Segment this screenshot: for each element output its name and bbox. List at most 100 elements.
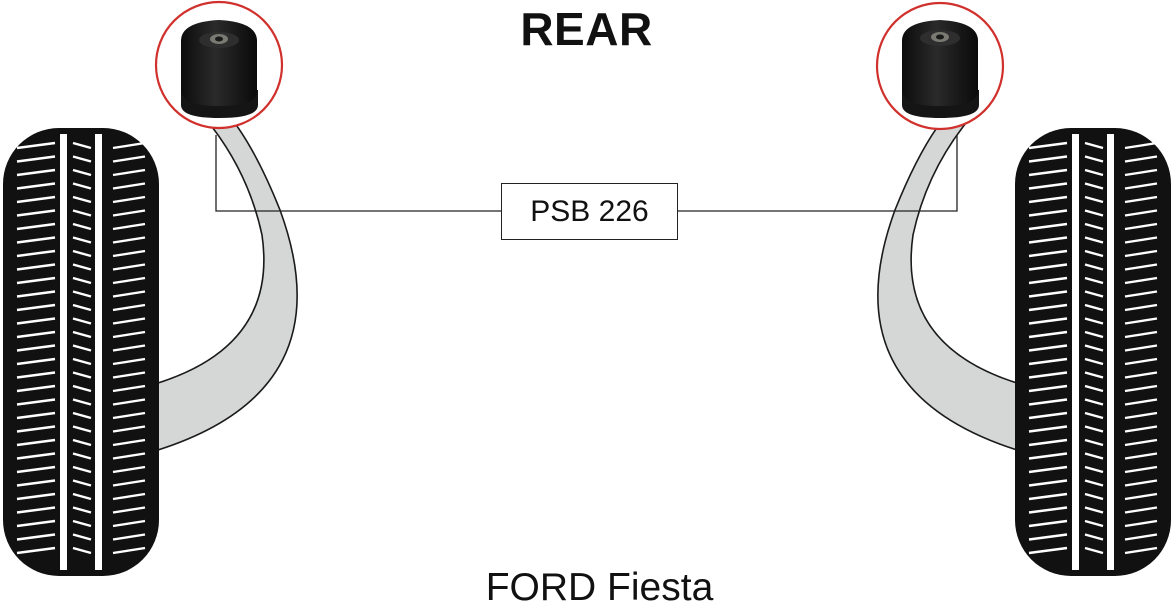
tread-mark: [1084, 209, 1104, 217]
tread-mark: [72, 141, 92, 150]
tread-mark: [1084, 182, 1104, 190]
tread-mark: [112, 384, 146, 393]
tread-mark: [1084, 533, 1104, 541]
tread-mark: [72, 290, 92, 298]
tread-mark: [72, 330, 92, 339]
tread-mark: [1124, 168, 1158, 177]
tread-mark: [1028, 290, 1068, 298]
tread-mark: [1124, 344, 1158, 352]
tread-mark: [1124, 303, 1158, 312]
tread-mark: [112, 303, 146, 312]
tread-mark: [1124, 195, 1158, 204]
tread-mark: [16, 249, 56, 258]
tread-mark: [72, 168, 92, 177]
tread-mark: [1124, 371, 1158, 379]
tread-mark: [112, 465, 146, 474]
tread-mark: [1124, 155, 1158, 163]
tread-mark: [72, 492, 92, 501]
tread-mark: [112, 249, 146, 258]
tread-mark: [1124, 317, 1158, 325]
tread-mark: [1028, 303, 1068, 312]
tread-mark: [112, 182, 146, 190]
tread-mark: [1124, 479, 1158, 487]
tread-mark: [1084, 357, 1104, 366]
tread-mark: [112, 317, 146, 325]
right-wheel-icon: [1015, 128, 1171, 576]
tread-mark: [1124, 290, 1158, 298]
tread-mark: [112, 290, 146, 298]
tread-mark: [72, 344, 92, 352]
tread-mark: [1124, 330, 1158, 339]
tread-mark: [1084, 276, 1104, 285]
tread-mark: [1124, 438, 1158, 447]
tread-mark: [1028, 546, 1068, 555]
tread-mark: [1028, 276, 1068, 285]
tread-mark: [112, 546, 146, 555]
tread-mark: [72, 182, 92, 190]
tread-mark: [1028, 519, 1068, 528]
tread-mark: [16, 222, 56, 231]
tread-mark: [1084, 222, 1104, 231]
tread-mark: [1124, 182, 1158, 190]
tread-mark: [112, 209, 146, 217]
tread-mark: [1028, 425, 1068, 433]
tread-mark: [1028, 411, 1068, 420]
tread-mark: [72, 452, 92, 460]
tread-mark: [1124, 492, 1158, 501]
tread-mark: [72, 384, 92, 393]
tread-mark: [1124, 357, 1158, 366]
tread-mark: [16, 141, 56, 150]
tread-mark: [16, 155, 56, 163]
tread-mark: [112, 506, 146, 514]
tread-mark: [72, 303, 92, 312]
tread-mark: [16, 519, 56, 528]
tread-mark: [1028, 357, 1068, 366]
tread-mark: [1028, 465, 1068, 474]
tread-mark: [1028, 506, 1068, 514]
tread-mark: [1084, 398, 1104, 406]
tread-mark: [1084, 344, 1104, 352]
tread-mark: [1124, 398, 1158, 406]
tread-mark: [1028, 330, 1068, 339]
tread-mark: [1028, 168, 1068, 177]
tread-mark: [16, 425, 56, 433]
tread-mark: [72, 195, 92, 204]
tread-mark: [1084, 519, 1104, 528]
tread-mark: [1028, 398, 1068, 406]
tread-mark: [16, 236, 56, 244]
tread-mark: [1084, 506, 1104, 514]
tread-mark: [1028, 384, 1068, 393]
tread-mark: [72, 317, 92, 325]
tread-mark: [1084, 168, 1104, 177]
tread-mark: [1084, 492, 1104, 501]
tread-mark: [1084, 317, 1104, 325]
tread-mark: [1028, 195, 1068, 204]
tread-mark: [112, 425, 146, 433]
tread-mark: [1124, 249, 1158, 258]
tread-mark: [1084, 438, 1104, 447]
tread-mark: [72, 236, 92, 244]
tread-mark: [1124, 263, 1158, 271]
tread-mark: [112, 195, 146, 204]
tread-mark: [1084, 330, 1104, 339]
tread-mark: [1084, 290, 1104, 298]
vehicle-name: FORD Fiesta: [485, 566, 714, 609]
tread-mark: [1028, 249, 1068, 258]
tread-mark: [1028, 141, 1068, 150]
left-trailing-arm: [157, 117, 298, 452]
tread-mark: [1084, 465, 1104, 474]
tread-mark: [1028, 492, 1068, 501]
tread-mark: [16, 411, 56, 420]
tread-mark: [112, 330, 146, 339]
tread-mark: [72, 276, 92, 285]
tread-mark: [112, 155, 146, 163]
tread-mark: [16, 506, 56, 514]
tread-mark: [16, 452, 56, 460]
tread-mark: [1124, 533, 1158, 541]
tread-mark: [72, 222, 92, 231]
tread-mark: [16, 533, 56, 541]
tread-mark: [112, 398, 146, 406]
tread-mark: [72, 465, 92, 474]
